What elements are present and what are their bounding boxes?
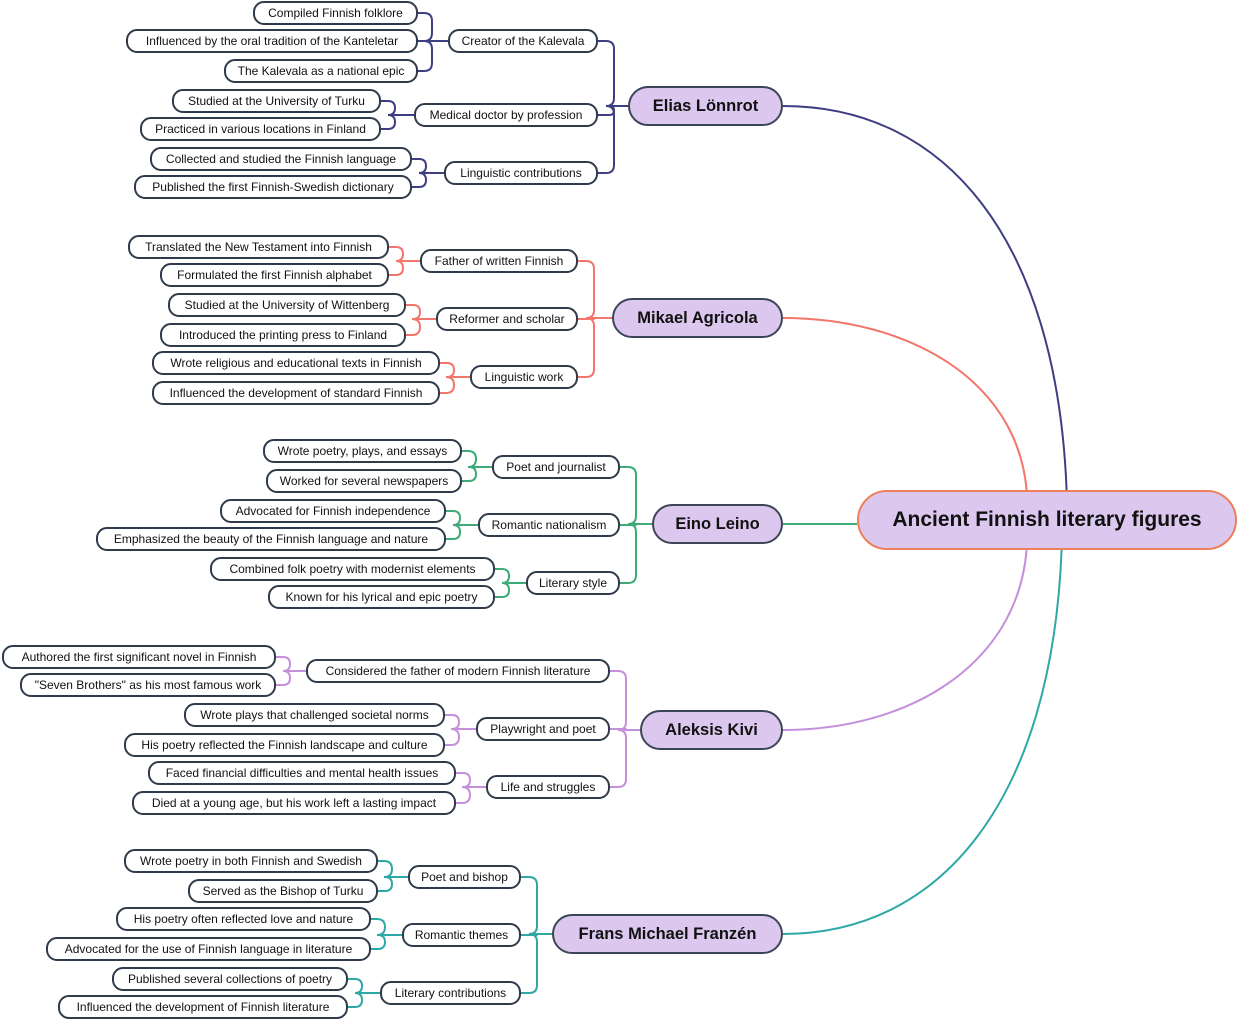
branch-2-topic-2[interactable]: Literary style xyxy=(526,571,620,595)
connector-leaf-3-2-0 xyxy=(456,772,486,788)
branch-4-topic-0-leaf-0[interactable]: Wrote poetry in both Finnish and Swedish xyxy=(124,849,378,873)
connector-leaf-4-1-0 xyxy=(371,918,402,936)
branch-3[interactable]: Aleksis Kivi xyxy=(640,710,783,750)
branch-0-topic-1-leaf-1[interactable]: Practiced in various locations in Finlan… xyxy=(140,117,381,141)
connector-leaf-0-2-1 xyxy=(412,172,444,188)
branch-3-topic-0[interactable]: Considered the father of modern Finnish … xyxy=(306,659,610,683)
connector-leaf-1-2-0 xyxy=(440,362,470,378)
branch-1-topic-0-leaf-0[interactable]: Translated the New Testament into Finnis… xyxy=(128,235,389,259)
branch-4-topic-2[interactable]: Literary contributions xyxy=(380,981,521,1005)
connector-leaf-3-0-1 xyxy=(276,670,306,686)
branch-0-topic-0[interactable]: Creator of the Kalevala xyxy=(448,29,598,53)
connector-topic-1-2 xyxy=(578,317,612,378)
connector-leaf-0-2-0 xyxy=(412,158,444,174)
branch-4-topic-2-leaf-1[interactable]: Influenced the development of Finnish li… xyxy=(58,995,348,1019)
branch-2-topic-2-leaf-1[interactable]: Known for his lyrical and epic poetry xyxy=(268,585,495,609)
connector-leaf-0-1-0 xyxy=(381,100,414,116)
branch-0-topic-0-leaf-0[interactable]: Compiled Finnish folklore xyxy=(253,1,418,25)
root-topic[interactable]: Ancient Finnish literary figures xyxy=(857,490,1237,550)
branch-2-topic-1[interactable]: Romantic nationalism xyxy=(478,513,620,537)
connector-leaf-1-0-1 xyxy=(389,260,420,276)
connector-topic-2-0 xyxy=(620,466,652,525)
branch-0-topic-0-leaf-1[interactable]: Influenced by the oral tradition of the … xyxy=(126,29,418,53)
branch-4-topic-1[interactable]: Romantic themes xyxy=(402,923,521,947)
connector-leaf-0-0-2 xyxy=(418,40,448,72)
branch-3-topic-0-leaf-1[interactable]: "Seven Brothers" as his most famous work xyxy=(20,673,276,697)
branch-1-topic-2-leaf-0[interactable]: Wrote religious and educational texts in… xyxy=(152,351,440,375)
connector-leaf-4-0-1 xyxy=(378,876,408,892)
branch-1-topic-1[interactable]: Reformer and scholar xyxy=(436,307,578,331)
branch-1-topic-1-leaf-0[interactable]: Studied at the University of Wittenberg xyxy=(168,293,406,317)
branch-3-topic-1[interactable]: Playwright and poet xyxy=(476,717,610,741)
branch-0-topic-2[interactable]: Linguistic contributions xyxy=(444,161,598,185)
connector-leaf-2-1-0 xyxy=(446,510,478,526)
connector-topic-4-2 xyxy=(521,933,552,994)
connector-leaf-4-2-1 xyxy=(348,992,380,1008)
connector-leaf-1-0-0 xyxy=(389,246,420,262)
connector-leaf-2-0-0 xyxy=(462,450,492,468)
branch-0[interactable]: Elias Lönnrot xyxy=(628,86,783,126)
connector-topic-1-0 xyxy=(578,260,612,319)
branch-2-topic-1-leaf-0[interactable]: Advocated for Finnish independence xyxy=(220,499,446,523)
connector-leaf-1-1-1 xyxy=(406,318,436,336)
branch-4-topic-0[interactable]: Poet and bishop xyxy=(408,865,521,889)
branch-1-topic-1-leaf-1[interactable]: Introduced the printing press to Finland xyxy=(160,323,406,347)
connector-topic-0-0 xyxy=(598,40,628,107)
connector-branch-3 xyxy=(782,549,1028,731)
branch-1-topic-2[interactable]: Linguistic work xyxy=(470,365,578,389)
branch-3-topic-1-leaf-1[interactable]: His poetry reflected the Finnish landsca… xyxy=(124,733,445,757)
connector-leaf-1-1-0 xyxy=(406,304,436,320)
connector-leaf-3-2-1 xyxy=(456,786,486,804)
connector-leaf-2-2-0 xyxy=(495,568,526,584)
connector-leaf-4-0-0 xyxy=(378,860,408,878)
branch-4-topic-1-leaf-1[interactable]: Advocated for the use of Finnish languag… xyxy=(46,937,371,961)
branch-3-topic-2[interactable]: Life and struggles xyxy=(486,775,610,799)
connector-branch-0 xyxy=(782,105,1068,491)
connector-topic-3-2 xyxy=(610,729,640,788)
branch-4-topic-1-leaf-0[interactable]: His poetry often reflected love and natu… xyxy=(116,907,371,931)
connector-topic-2-2 xyxy=(620,523,652,584)
branch-3-topic-2-leaf-1[interactable]: Died at a young age, but his work left a… xyxy=(132,791,456,815)
branch-2-topic-1-leaf-1[interactable]: Emphasized the beauty of the Finnish lan… xyxy=(96,527,446,551)
branch-3-topic-1-leaf-0[interactable]: Wrote plays that challenged societal nor… xyxy=(184,703,445,727)
branch-1-topic-0-leaf-1[interactable]: Formulated the first Finnish alphabet xyxy=(160,263,389,287)
branch-2-topic-0-leaf-0[interactable]: Wrote poetry, plays, and essays xyxy=(263,439,462,463)
branch-3-topic-0-leaf-0[interactable]: Authored the first significant novel in … xyxy=(2,645,276,669)
branch-4-topic-0-leaf-1[interactable]: Served as the Bishop of Turku xyxy=(188,879,378,903)
branch-1-topic-2-leaf-1[interactable]: Influenced the development of standard F… xyxy=(152,381,440,405)
connector-leaf-2-0-1 xyxy=(462,466,492,482)
connector-leaf-3-1-1 xyxy=(445,728,476,746)
branch-2[interactable]: Eino Leino xyxy=(652,504,783,544)
connector-topic-3-0 xyxy=(610,670,640,731)
connector-leaf-2-2-1 xyxy=(495,582,526,598)
branch-0-topic-0-leaf-2[interactable]: The Kalevala as a national epic xyxy=(224,59,418,83)
branch-0-topic-2-leaf-1[interactable]: Published the first Finnish-Swedish dict… xyxy=(134,175,412,199)
branch-1[interactable]: Mikael Agricola xyxy=(612,298,783,338)
branch-0-topic-1-leaf-0[interactable]: Studied at the University of Turku xyxy=(172,89,381,113)
connector-branch-4 xyxy=(782,549,1063,935)
connector-leaf-3-1-0 xyxy=(445,714,476,730)
branch-2-topic-2-leaf-0[interactable]: Combined folk poetry with modernist elem… xyxy=(210,557,495,581)
connector-topic-4-0 xyxy=(521,876,552,935)
connector-leaf-3-0-0 xyxy=(276,656,306,672)
branch-0-topic-1[interactable]: Medical doctor by profession xyxy=(414,103,598,127)
branch-2-topic-0[interactable]: Poet and journalist xyxy=(492,455,620,479)
connector-leaf-0-0-0 xyxy=(418,12,448,42)
branch-4[interactable]: Frans Michael Franzén xyxy=(552,914,783,954)
branch-0-topic-2-leaf-0[interactable]: Collected and studied the Finnish langua… xyxy=(150,147,412,171)
branch-4-topic-2-leaf-0[interactable]: Published several collections of poetry xyxy=(112,967,348,991)
branch-2-topic-0-leaf-1[interactable]: Worked for several newspapers xyxy=(266,469,462,493)
connector-leaf-4-2-0 xyxy=(348,978,380,994)
connector-leaf-4-1-1 xyxy=(371,934,402,950)
connector-leaf-2-1-1 xyxy=(446,524,478,540)
connector-topic-0-2 xyxy=(598,105,628,174)
branch-3-topic-2-leaf-0[interactable]: Faced financial difficulties and mental … xyxy=(148,761,456,785)
connector-leaf-0-1-1 xyxy=(381,114,414,130)
connector-leaf-1-2-1 xyxy=(440,376,470,394)
connector-branch-1 xyxy=(782,317,1028,491)
branch-1-topic-0[interactable]: Father of written Finnish xyxy=(420,249,578,273)
